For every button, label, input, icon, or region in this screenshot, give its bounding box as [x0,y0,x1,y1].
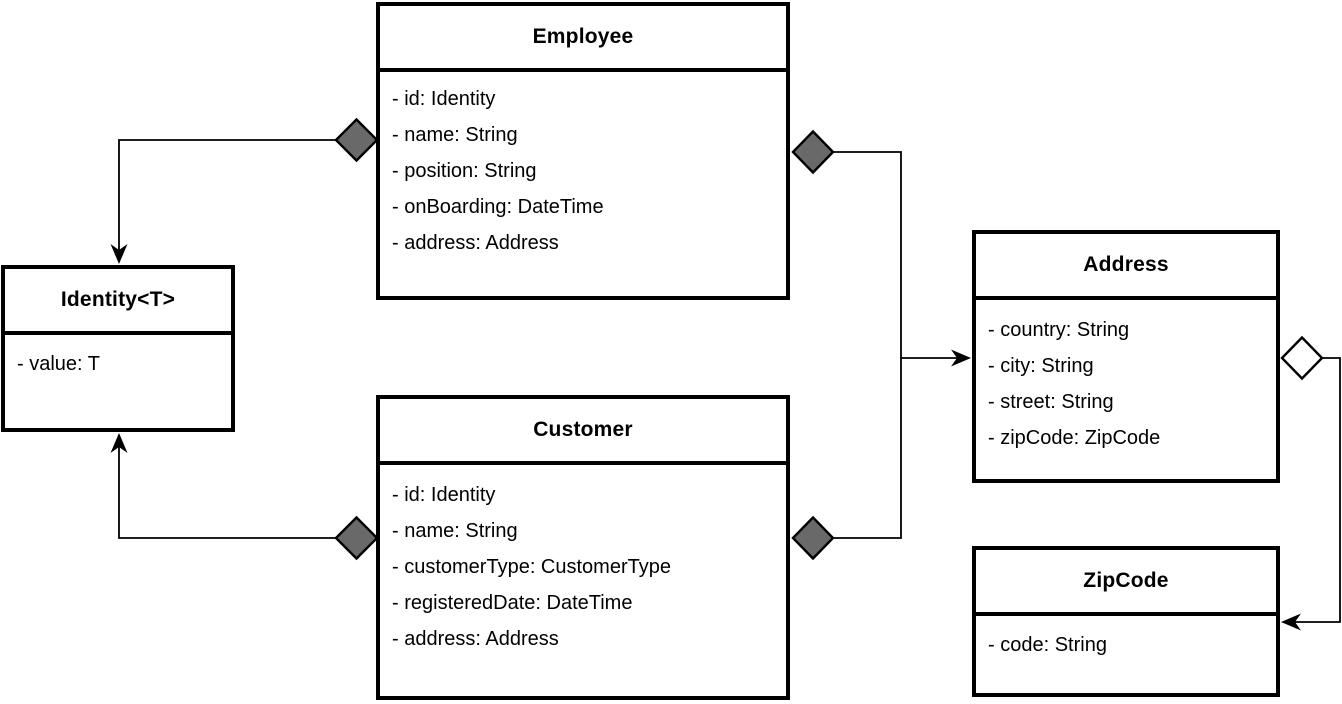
edge-aggregation-address-zipcode[interactable] [1280,335,1341,631]
class-node-address[interactable]: Address - country: String - city: String… [972,230,1280,483]
filled-diamond-icon [334,515,379,561]
edge-wire [833,151,902,539]
attribute-row: - registeredDate: DateTime [392,592,633,614]
attribute-row: - id: Identity [392,88,496,110]
filled-diamond-icon [791,515,835,561]
edge-wire [118,440,336,539]
attribute-row: - name: String [392,520,518,542]
attribute-row: - name: String [392,124,518,146]
attribute-row: - address: Address [392,232,559,254]
filled-diamond-icon [791,129,835,175]
attribute-row: - position: String [392,160,537,182]
class-title-zipcode: ZipCode [976,550,1276,616]
class-title-employee: Employee [380,6,786,72]
class-node-customer[interactable]: Customer - id: Identity - name: String -… [376,395,790,700]
class-node-zipcode[interactable]: ZipCode - code: String [972,546,1280,697]
edge-composition-customer-identity[interactable] [110,433,379,561]
class-title-customer: Customer [380,399,786,465]
class-attributes-customer: - id: Identity - name: String - customer… [380,465,786,696]
edge-composition-employee-address[interactable] [791,129,971,539]
hollow-diamond-icon [1280,335,1324,381]
filled-diamond-icon [334,117,379,163]
attribute-row: - id: Identity [392,484,496,506]
edge-wire [1288,357,1341,623]
attribute-row: - onBoarding: DateTime [392,196,604,218]
attribute-row: - address: Address [392,628,559,650]
class-node-identity[interactable]: Identity<T> - value: T [1,265,235,432]
edge-composition-employee-identity[interactable] [110,117,379,265]
class-title-address: Address [976,234,1276,300]
arrowhead-up-icon [110,433,128,453]
attribute-row: - street: String [988,391,1114,413]
arrowhead-down-icon [110,244,128,264]
edge-wire [118,139,336,257]
class-node-employee[interactable]: Employee - id: Identity - name: String -… [376,2,790,300]
attribute-row: - zipCode: ZipCode [988,427,1161,449]
class-attributes-employee: - id: Identity - name: String - position… [380,72,786,296]
attribute-row: - code: String [988,634,1107,656]
class-attributes-zipcode: - code: String [976,616,1276,693]
class-attributes-identity: - value: T [5,335,231,428]
attribute-row: - city: String [988,355,1094,377]
class-title-identity: Identity<T> [5,269,231,335]
attribute-row: - customerType: CustomerType [392,556,671,578]
arrowhead-left-icon [1281,613,1301,631]
arrowhead-right-icon [951,349,971,367]
attribute-row: - value: T [17,353,100,375]
attribute-row: - country: String [988,319,1130,341]
edge-composition-customer-address[interactable] [791,515,835,561]
class-attributes-address: - country: String - city: String - stree… [976,300,1276,479]
